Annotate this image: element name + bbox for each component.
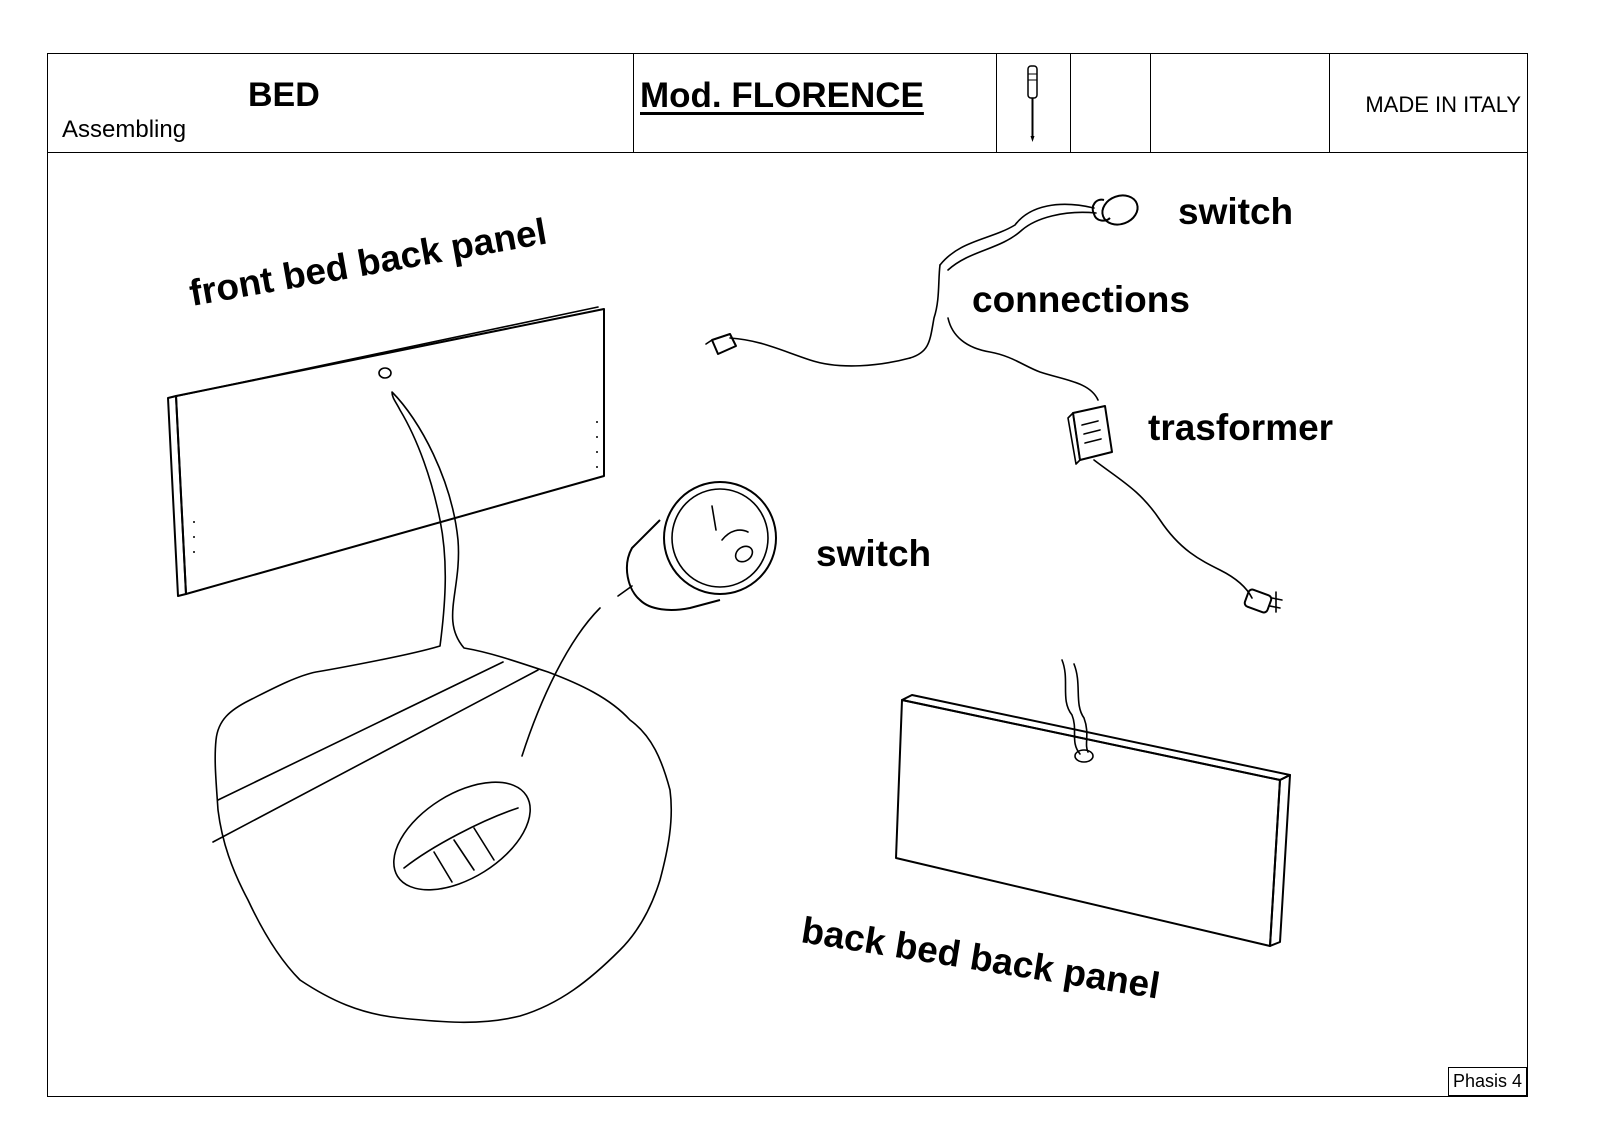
phase-label: Phasis 4 bbox=[1447, 1067, 1527, 1096]
detail-callout bbox=[212, 391, 673, 1024]
label-transformer: trasformer bbox=[1148, 407, 1333, 448]
screwdriver-icon bbox=[1027, 65, 1038, 142]
label-connections: connections bbox=[972, 279, 1190, 320]
label-switch-small: switch bbox=[1178, 191, 1293, 232]
made-in-italy: MADE IN ITALY bbox=[1365, 92, 1521, 117]
front-bed-back-panel bbox=[167, 306, 605, 597]
tool-cell bbox=[997, 54, 1071, 152]
product-title: BED bbox=[248, 76, 320, 114]
origin-cell: MADE IN ITALY bbox=[1330, 54, 1529, 152]
title-block: BED Assembling Mod. FLORENCE MADE IN ITA… bbox=[48, 54, 1527, 153]
model-name: Mod. FLORENCE bbox=[640, 76, 924, 115]
empty-cell-1 bbox=[1071, 54, 1151, 152]
empty-cell-2 bbox=[1151, 54, 1330, 152]
sheet-subtitle: Assembling bbox=[62, 116, 187, 143]
title-cell: BED Assembling bbox=[48, 54, 634, 152]
back-bed-back-panel bbox=[895, 659, 1291, 947]
wiring-assembly bbox=[705, 194, 1283, 614]
label-switch-large: switch bbox=[816, 533, 931, 574]
label-back-bed-back-panel: back bed back panel bbox=[799, 909, 1163, 1006]
instruction-sheet: BED Assembling Mod. FLORENCE MADE IN ITA… bbox=[47, 53, 1528, 1097]
label-front-bed-back-panel: front bed back panel bbox=[186, 211, 549, 314]
switch-large bbox=[617, 481, 777, 611]
model-cell: Mod. FLORENCE bbox=[634, 54, 997, 152]
